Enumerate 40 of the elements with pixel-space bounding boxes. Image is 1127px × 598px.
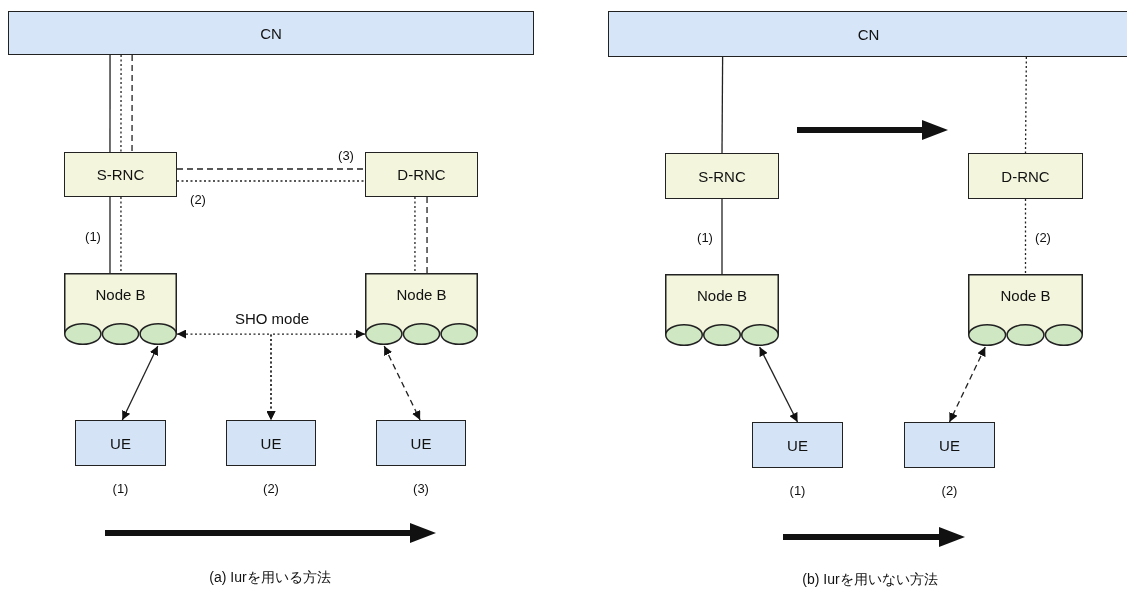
connector (426, 196, 428, 274)
base-station: Node B (64, 273, 177, 346)
connector (721, 198, 723, 275)
connector (266, 329, 366, 421)
connector (131, 54, 133, 153)
connector (1024, 198, 1027, 275)
connector (1024, 56, 1027, 154)
controller-box: D-RNC (968, 153, 1083, 199)
connector (109, 54, 111, 153)
core-network-box: CN (8, 11, 534, 55)
node-caption: (2) (941, 482, 958, 498)
node-caption: (3) (413, 480, 429, 496)
base-station: Node B (365, 273, 478, 346)
terminal-box: UE (752, 422, 843, 468)
terminal-box: UE (75, 420, 166, 466)
connector (948, 346, 986, 423)
connector (721, 56, 724, 154)
node-caption: (1) (112, 480, 129, 496)
core-network-box: CN (608, 11, 1127, 57)
connector (758, 346, 799, 423)
base-station: Node B (665, 274, 779, 347)
connector (109, 196, 111, 274)
base-station: Node B (968, 274, 1083, 347)
node-caption: (2) (263, 480, 279, 496)
caption: (b) Iurを用いない方法 (802, 571, 938, 589)
connector (176, 180, 366, 182)
terminal-box: UE (904, 422, 995, 468)
connector (414, 196, 416, 274)
terminal-box: UE (376, 420, 466, 466)
node-caption: (1) (789, 482, 806, 498)
controller-box: S-RNC (64, 152, 177, 197)
connector (120, 54, 122, 153)
connector (120, 196, 122, 274)
controller-box: D-RNC (365, 152, 478, 197)
connector (383, 345, 421, 421)
controller-box: S-RNC (665, 153, 779, 199)
caption: (a) Iurを用いる方法 (209, 569, 331, 587)
connector (176, 168, 366, 170)
terminal-box: UE (226, 420, 316, 466)
connector (121, 345, 159, 421)
